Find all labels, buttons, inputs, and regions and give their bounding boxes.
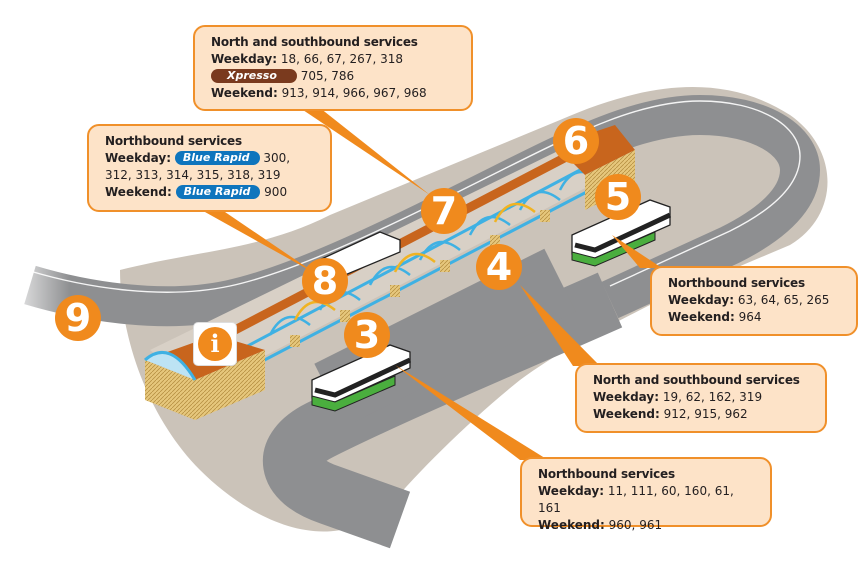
callout-title: Northbound services: [668, 276, 805, 290]
weekend-routes: 912, 915, 962: [663, 407, 748, 421]
weekend-label: Weekend:: [668, 310, 735, 324]
weekday-label: Weekday:: [538, 484, 605, 498]
callout-stop-8: Northbound services Weekday: Blue Rapid …: [87, 124, 332, 212]
weekend-label: Weekend:: [105, 185, 172, 199]
weekday-label: Weekday:: [593, 390, 660, 404]
information-icon-glyph: i: [198, 327, 232, 361]
callout-title: Northbound services: [105, 134, 242, 148]
bus-stop5: [571, 199, 672, 267]
blue-rapid-badge: Blue Rapid: [174, 151, 260, 165]
weekday-routes: 18, 66, 67, 267, 318: [280, 52, 403, 66]
weekend-routes: 960, 961: [608, 518, 663, 532]
weekday-routes: 63, 64, 65, 265: [737, 293, 830, 307]
weekend-routes: 913, 914, 966, 967, 968: [281, 86, 427, 100]
weekday-label: Weekday:: [668, 293, 735, 307]
stop-marker-7[interactable]: 7: [421, 188, 467, 234]
stop-marker-9[interactable]: 9: [55, 295, 101, 341]
xpresso-badge: Xpresso: [211, 69, 297, 83]
stop-marker-8[interactable]: 8: [302, 258, 348, 304]
callout-stop-3: Northbound services Weekday: 11, 111, 60…: [520, 457, 772, 532]
weekday-routes: 300, 312, 313, 314, 315, 318, 319: [105, 151, 291, 182]
weekday-label: Weekday:: [105, 151, 172, 165]
blue-rapid-badge: Blue Rapid: [175, 185, 261, 199]
weekend-label: Weekend:: [593, 407, 660, 421]
callout-stop-5: Northbound services Weekday: 63, 64, 65,…: [650, 266, 858, 336]
information-icon[interactable]: i: [194, 323, 236, 365]
weekday-routes: 19, 62, 162, 319: [662, 390, 763, 404]
callout-stop-7: North and southbound services Weekday: 1…: [193, 25, 473, 111]
weekday-routes: 11, 111, 60, 160, 61, 161: [538, 484, 734, 515]
stop-marker-6[interactable]: 6: [553, 118, 599, 164]
weekend-label: Weekend:: [538, 518, 605, 532]
xpresso-routes: 705, 786: [300, 69, 355, 83]
weekday-label: Weekday:: [211, 52, 278, 66]
leader-lines: [205, 108, 662, 460]
callout-title: North and southbound services: [211, 35, 418, 49]
road-lower: [263, 272, 623, 549]
callout-stop-4: North and southbound services Weekday: 1…: [575, 363, 827, 433]
callout-title: North and southbound services: [593, 373, 800, 387]
stop-marker-3[interactable]: 3: [344, 312, 390, 358]
weekend-routes: 964: [738, 310, 762, 324]
callout-title: Northbound services: [538, 467, 675, 481]
weekend-label: Weekend:: [211, 86, 278, 100]
stop-marker-4[interactable]: 4: [476, 244, 522, 290]
stop-marker-5[interactable]: 5: [595, 174, 641, 220]
bus-stop3: [311, 344, 412, 412]
weekend-routes: 900: [264, 185, 288, 199]
